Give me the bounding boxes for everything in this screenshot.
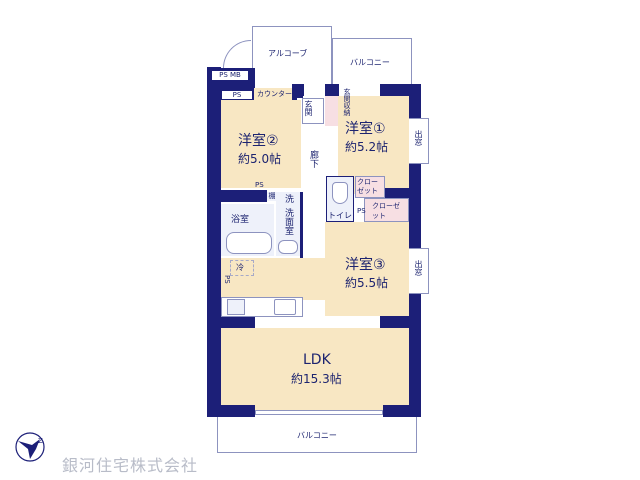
entrance-storage-label: 玄関収納	[343, 88, 351, 116]
wall-ldk-right-top	[380, 316, 420, 328]
wall-closet	[385, 188, 409, 198]
balcony-bottom-label: バルコニー	[297, 431, 337, 440]
sink-icon	[278, 240, 298, 254]
kitchen-sink-icon	[274, 299, 296, 315]
western3-size: 約5.5帖	[345, 276, 389, 290]
laundry-label: 洗	[283, 194, 293, 203]
stove-icon	[227, 299, 245, 315]
wall-top-mid2	[325, 84, 339, 98]
wall-ldk-bottom-right	[383, 405, 421, 417]
wall-ldk-bottom-left	[207, 405, 255, 417]
western1-name: 洋室①	[345, 121, 386, 137]
balcony-bottom	[217, 417, 417, 453]
toilet-label: トイレ	[328, 211, 352, 220]
balcony-top-label: バルコニー	[350, 58, 390, 67]
bathroom-label: 浴室	[231, 215, 250, 225]
wall-wash-right	[300, 192, 303, 258]
wall-western2-bottom	[221, 190, 267, 202]
ldk-size: 約15.3帖	[291, 372, 342, 386]
entrance-storage	[325, 96, 338, 126]
kitchen-passage	[255, 317, 303, 328]
company-name: 銀河住宅株式会社	[62, 456, 199, 475]
bathtub-icon	[226, 232, 272, 254]
logo-icon: Z	[14, 431, 48, 463]
closet-1-label: クローゼット	[357, 178, 378, 195]
ps-kitchen-label: PS	[223, 275, 231, 284]
counter-label: カウンター	[257, 90, 292, 98]
bay-window-1	[409, 118, 429, 164]
fridge-label: 冷	[236, 263, 244, 272]
entrance-floor	[302, 98, 324, 124]
western3-name: 洋室③	[345, 257, 386, 273]
wall-top-mid	[292, 84, 304, 98]
balcony-top	[332, 38, 412, 84]
alcove-area	[252, 26, 332, 84]
western2-size: 約5.0帖	[238, 152, 282, 166]
alcove-label: アルコーブ	[268, 49, 308, 58]
western1-size: 約5.2帖	[345, 140, 389, 154]
western3-floor	[325, 222, 409, 316]
toilet-icon	[332, 182, 348, 204]
ldk-window	[255, 410, 383, 415]
counter	[254, 88, 292, 100]
bay-window-2-label: 出窓	[414, 260, 423, 276]
svg-text:Z: Z	[38, 437, 43, 445]
hallway-floor	[303, 96, 325, 258]
wall-left	[207, 67, 221, 417]
shelf-label: 棚	[267, 192, 277, 201]
exterior-door	[223, 40, 251, 68]
wall-kitchen-bottom	[221, 317, 255, 328]
ps-western2-label: PS	[255, 181, 264, 189]
kitchen-floor	[221, 258, 325, 300]
bay-window-1-label: 出窓	[414, 130, 423, 146]
ps-mb-label: PS MB	[212, 71, 248, 80]
fridge-space	[230, 260, 254, 276]
closet-2-label: クローゼット	[372, 202, 400, 220]
ldk-floor	[221, 328, 409, 412]
wall-top-right	[380, 84, 420, 96]
closet-1	[355, 176, 385, 198]
ps-top-label: PS	[222, 91, 252, 99]
entrance-label: 玄関	[304, 100, 313, 116]
bay-window-2	[409, 248, 429, 294]
closet-2	[364, 198, 409, 222]
western2-name: 洋室②	[238, 133, 279, 149]
western2-floor	[221, 100, 301, 188]
ldk-name: LDK	[303, 352, 331, 368]
washroom-label: 洗面室	[283, 208, 293, 235]
ps-closet-label: PS	[357, 207, 366, 215]
hallway-label: 廊下	[308, 150, 318, 168]
